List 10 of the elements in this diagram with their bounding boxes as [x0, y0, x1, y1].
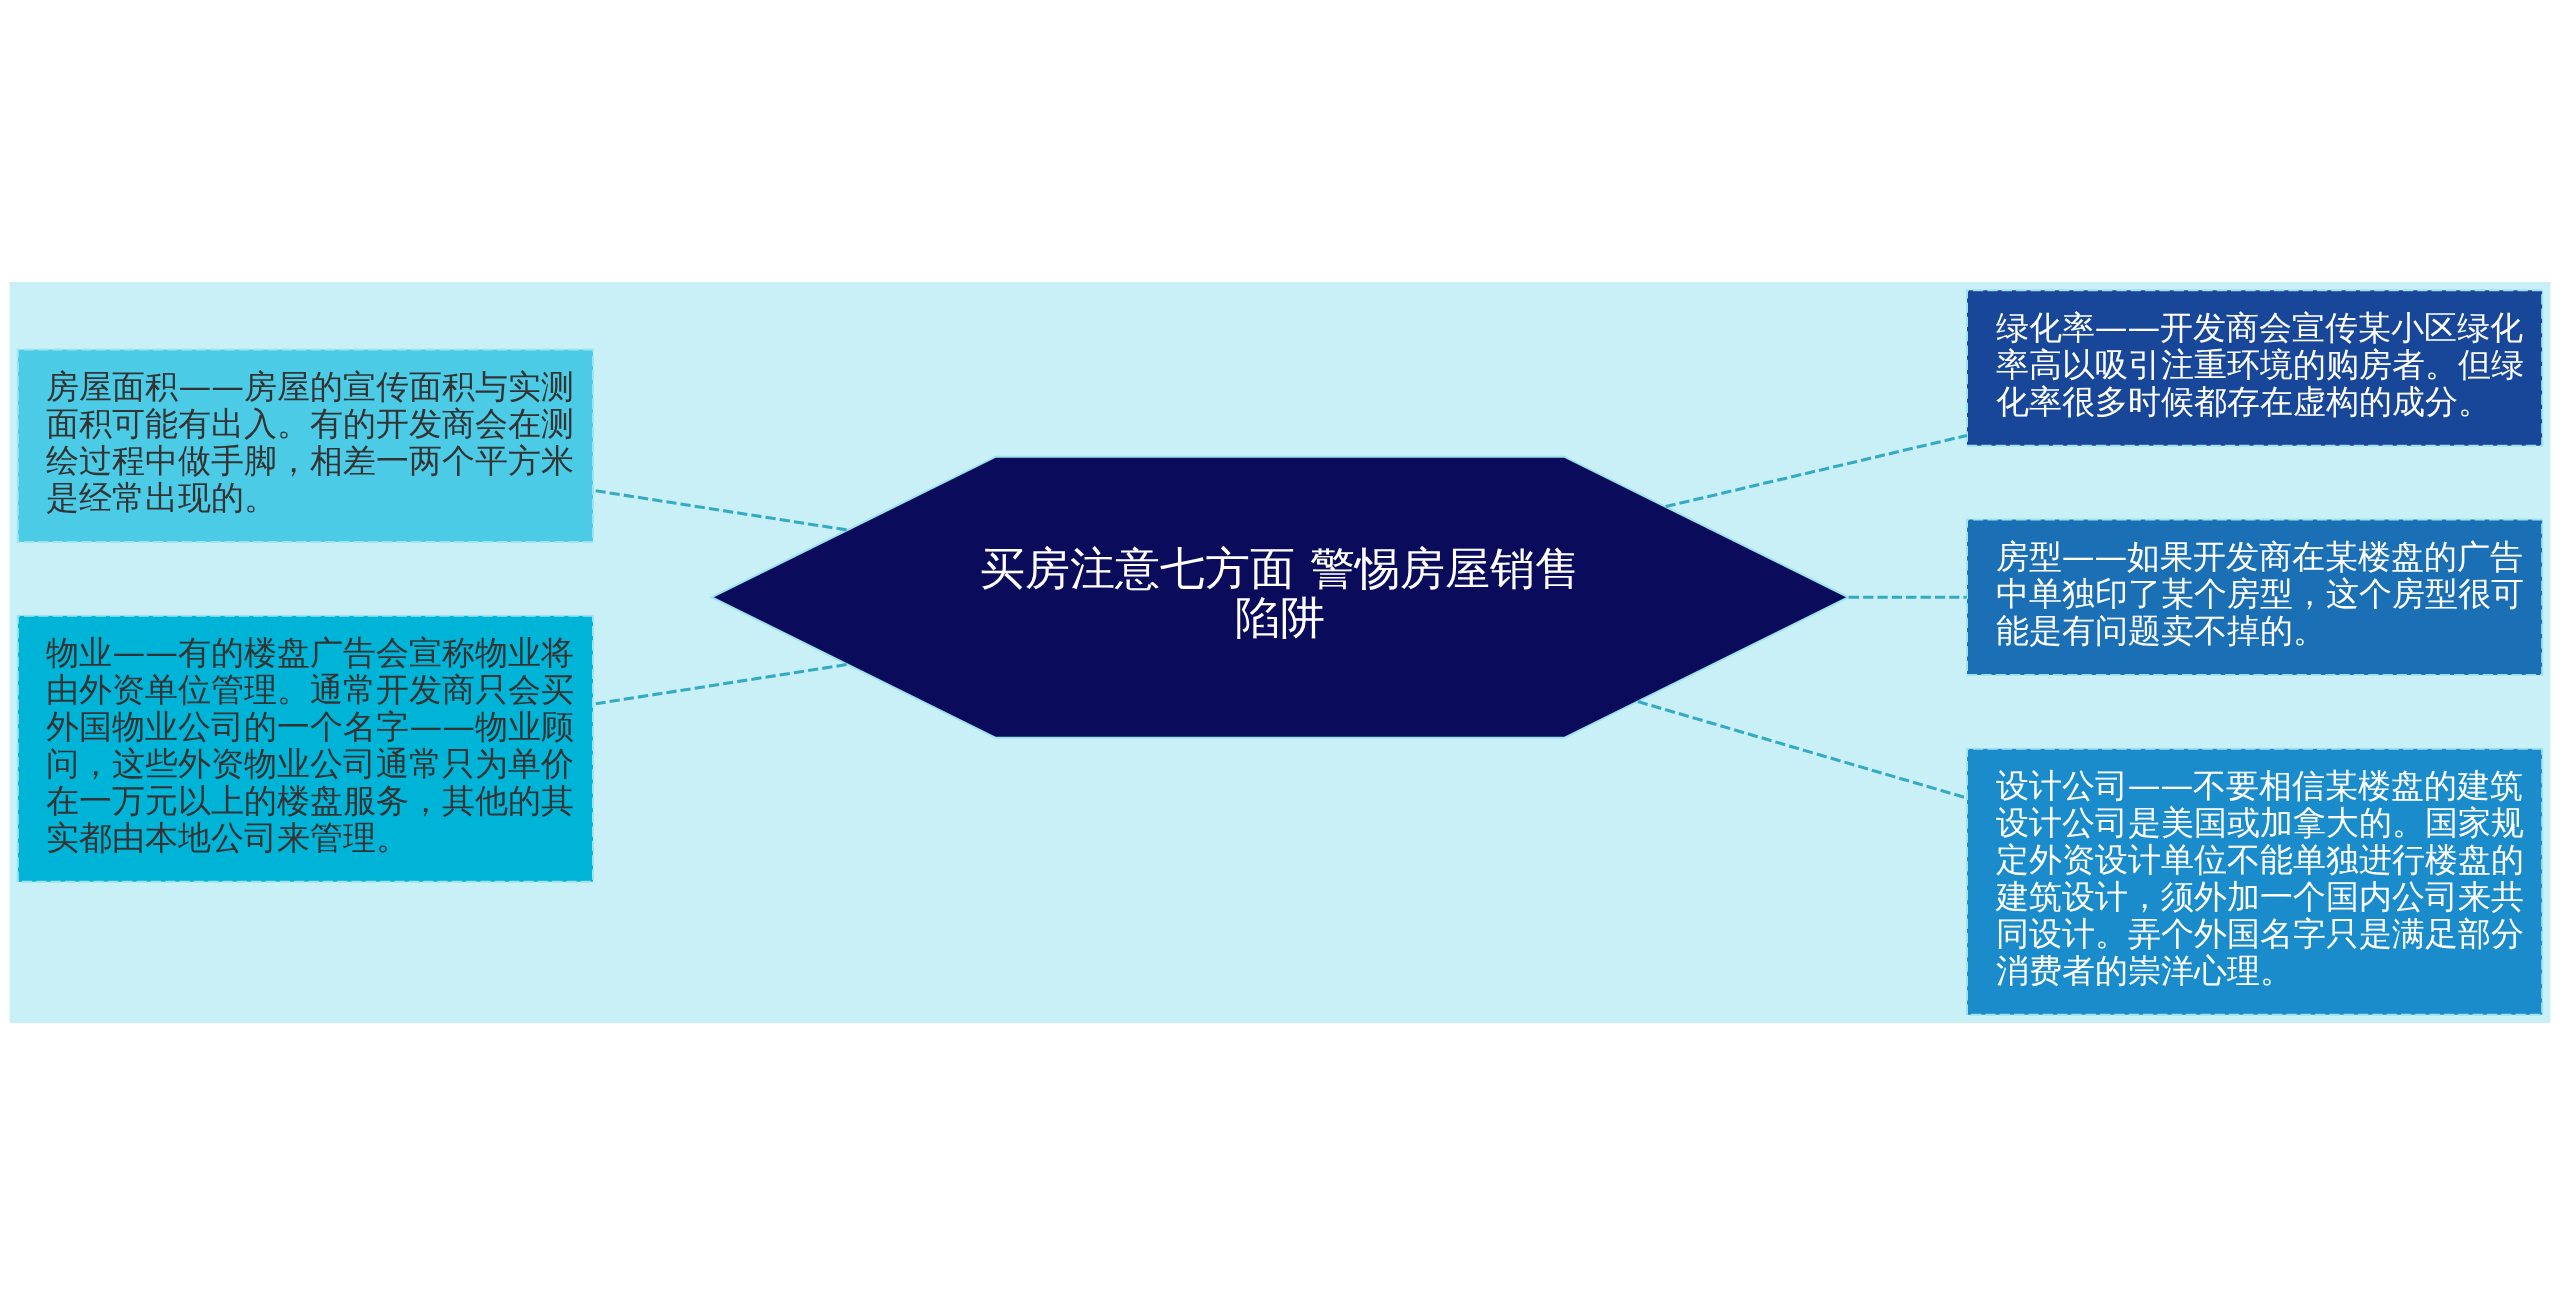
node-box: 物业——有的楼盘广告会宣称物业将由外资单位管理。通常开发商只会买外国物业公司的一个名字——物业顾问，这些外资物业公司通常只为单价在一万元以上的楼盘服务，其他的其实都由本地公司来管理。: [16, 614, 595, 883]
connector: [1848, 595, 1967, 599]
connector: [1637, 699, 1967, 799]
node-box: 房型——如果开发商在某楼盘的广告中单独印了某个房型，这个房型很可能是有问题卖不掉的。: [1965, 517, 2544, 676]
node-box: 设计公司——不要相信某楼盘的建筑设计公司是美国或加拿大的。国家规定外资设计单位不能单独进行楼盘的建筑设计，须外加一个国内公司来共同设计。弄个外国名字只是满足部分消费者的崇洋心理。: [1965, 747, 2544, 1016]
connector: [593, 662, 847, 706]
node-box: 绿化率——开发商会宣传某小区绿化率高以吸引注重环境的购房者。但绿化率很多时候都存在虚构的成分。: [1965, 288, 2544, 447]
connector: [1665, 433, 1968, 508]
node-box: 房屋面积——房屋的宣传面积与实测面积可能有出入。有的开发商会在测绘过程中做手脚，相差一两个平方米是经常出现的。: [16, 348, 595, 543]
connector: [593, 488, 847, 531]
